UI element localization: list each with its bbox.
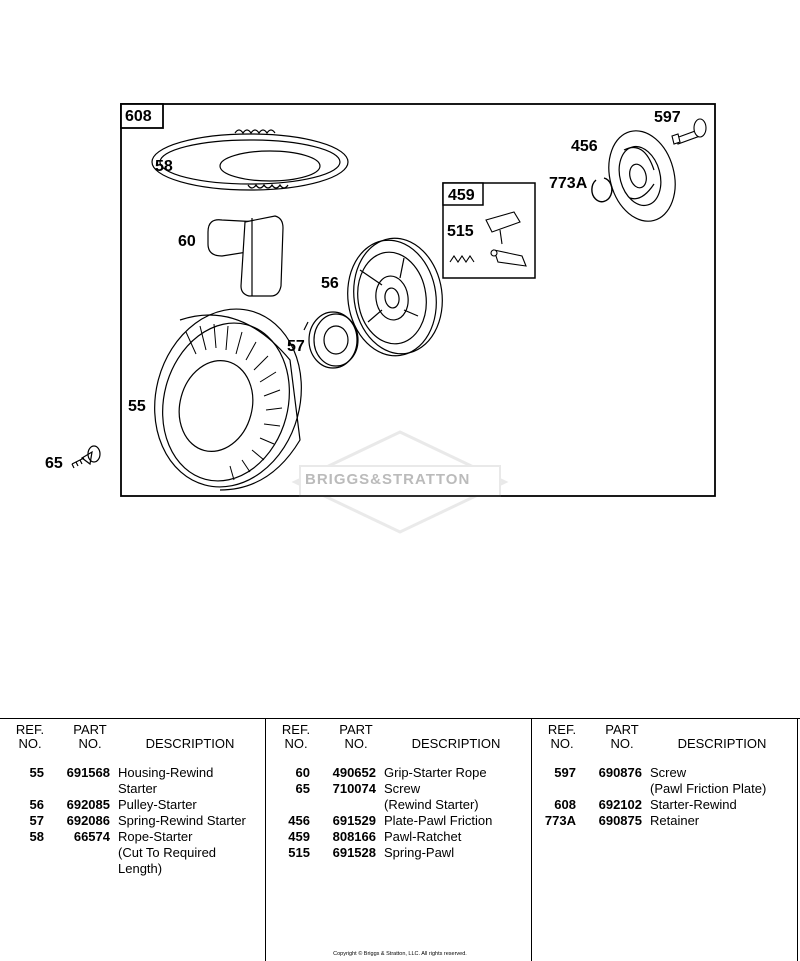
callout-55: 55: [128, 398, 146, 415]
exploded-parts-diagram: 608 459 58 60 56 57 55 65 515 597 456 77…: [45, 103, 716, 534]
table-row: 55 691568 Housing-Rewind Starter: [0, 765, 266, 797]
starter-housing-part: [154, 308, 302, 491]
description: Screw (Pawl Friction Plate): [650, 765, 767, 796]
callout-597: 597: [654, 109, 681, 126]
sub-assembly-frame: [442, 182, 536, 279]
sub-assembly-label-box: [442, 182, 484, 206]
assembly-label-608: 608: [125, 108, 152, 125]
friction-plate-screw-part: [671, 118, 707, 145]
callout-773A: 773A: [549, 175, 588, 192]
rewind-spring-part: [303, 311, 359, 369]
callout-60: 60: [178, 233, 196, 250]
table-row: 57 692086 Spring-Rewind Starter: [0, 813, 266, 829]
table-row: 56 692085 Pulley-Starter: [0, 797, 266, 813]
table-row: 515 691528 Spring-Pawl: [266, 845, 532, 861]
sub-assembly-label-459: 459: [448, 187, 475, 204]
ref-no: 597: [554, 765, 576, 780]
part-no: 691528: [332, 845, 376, 860]
description: Plate-Pawl Friction: [384, 813, 493, 828]
description: Pawl-Ratchet: [384, 829, 462, 844]
retainer-clip-part: [591, 177, 613, 203]
part-no: 690875: [598, 813, 642, 828]
header-description: DESCRIPTION: [145, 736, 235, 751]
part-no: 710074: [332, 781, 376, 796]
watermark-text: BRIGGS&STRATTON: [305, 471, 471, 488]
ref-no: 56: [29, 797, 44, 812]
part-no: 692085: [66, 797, 110, 812]
table-row: 456 691529 Plate-Pawl Friction: [266, 813, 532, 829]
copyright-notice: Copyright © Briggs & Stratton, LLC. All …: [333, 951, 467, 957]
part-no: 490652: [332, 765, 376, 780]
starter-grip-part: [207, 215, 284, 297]
description: Pulley-Starter: [118, 797, 197, 812]
parts-column-2: REF. NO. PART NO. DESCRIPTION 60 490652 Gr…: [266, 719, 532, 961]
ref-no: 57: [29, 813, 44, 828]
table-row: 58 66574 Rope-Starter (Cut To Required Len…: [0, 829, 266, 877]
description: Retainer: [650, 813, 700, 828]
part-no: 691568: [66, 765, 110, 780]
callout-56: 56: [321, 275, 339, 292]
diagram-artwork: [71, 103, 716, 534]
header-description: DESCRIPTION: [677, 736, 767, 751]
ref-no: 773A: [544, 813, 576, 828]
callout-515: 515: [447, 223, 474, 240]
ref-no: 456: [288, 813, 310, 828]
table-row: 597 690876 Screw (Pawl Friction Plate): [532, 765, 798, 797]
description: Screw (Rewind Starter): [384, 781, 479, 812]
description: Rope-Starter (Cut To Required Length): [118, 829, 217, 876]
parts-column-1: REF. NO. PART NO. DESCRIPTION 55 691568 Ho…: [0, 719, 266, 961]
pawl-spring-part: [449, 255, 475, 263]
description: Grip-Starter Rope: [384, 765, 487, 780]
callout-456: 456: [571, 138, 598, 155]
part-no: 692086: [66, 813, 110, 828]
table-row: 459 808166 Pawl-Ratchet: [266, 829, 532, 845]
part-no: 691529: [332, 813, 376, 828]
part-no: 808166: [332, 829, 376, 844]
rope-coil-part: [151, 129, 349, 191]
header-description: DESCRIPTION: [411, 736, 501, 751]
header-part-no: PART NO.: [73, 722, 107, 751]
header-part-no: PART NO.: [339, 722, 373, 751]
description: Spring-Pawl: [384, 845, 455, 860]
table-row: 608 692102 Starter-Rewind: [532, 797, 798, 813]
description: Spring-Rewind Starter: [118, 813, 246, 828]
description: Housing-Rewind Starter: [118, 765, 214, 796]
table-row: 60 490652 Grip-Starter Rope: [266, 765, 532, 781]
ratchet-pawl-part: [485, 211, 527, 267]
assembly-label-box: [120, 103, 164, 129]
ref-no: 65: [295, 781, 310, 796]
header-ref-no: REF. NO.: [281, 722, 311, 751]
ref-no: 55: [29, 765, 44, 780]
ref-no: 459: [288, 829, 310, 844]
callout-57: 57: [287, 338, 305, 355]
ref-no: 515: [288, 845, 310, 860]
parts-list-table: REF. NO. PART NO. DESCRIPTION 55 691568 Ho…: [0, 718, 800, 961]
ref-no: 608: [554, 797, 576, 812]
header-ref-no: REF. NO.: [15, 722, 45, 751]
table-row: 773A 690875 Retainer: [532, 813, 798, 829]
part-no: 66574: [73, 829, 110, 844]
assembly-frame: [120, 103, 716, 497]
description: Starter-Rewind: [650, 797, 737, 812]
header-ref-no: REF. NO.: [547, 722, 577, 751]
ref-no: 58: [29, 829, 44, 844]
part-no: 690876: [598, 765, 642, 780]
table-row: 65 710074 Screw (Rewind Starter): [266, 781, 532, 813]
pawl-friction-plate-part: [608, 130, 676, 222]
ref-no: 60: [295, 765, 310, 780]
watermark-logo: [291, 430, 509, 534]
callout-65: 65: [45, 455, 63, 472]
pulley-part: [347, 237, 443, 357]
housing-screw-part: [71, 445, 101, 469]
callout-58: 58: [155, 158, 173, 175]
header-part-no: PART NO.: [605, 722, 639, 751]
part-no: 692102: [598, 797, 642, 812]
